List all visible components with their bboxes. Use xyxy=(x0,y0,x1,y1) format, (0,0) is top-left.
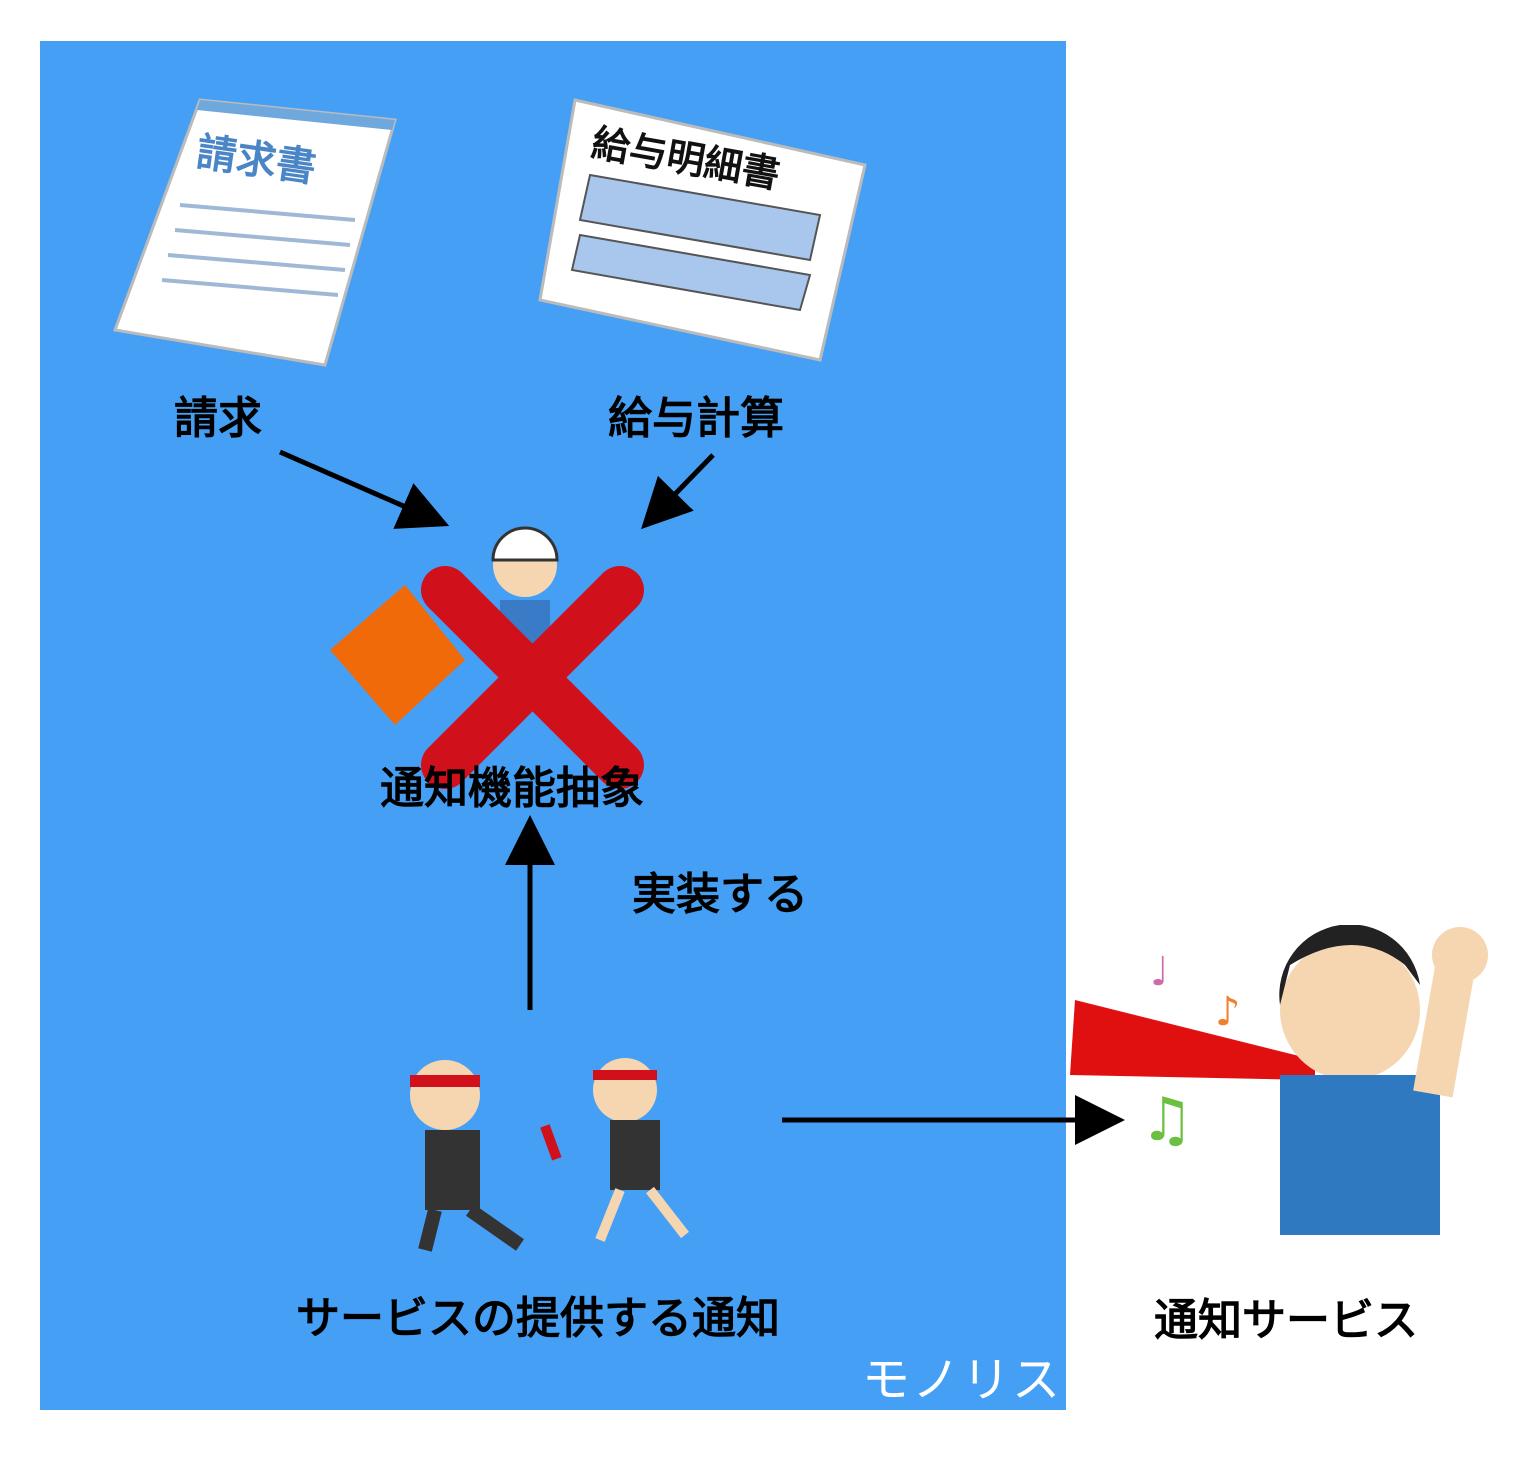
music-note-icon: ♩ xyxy=(1150,949,1169,995)
notification-service-illustration: ♩ ♪ ♫ xyxy=(1070,925,1488,1235)
monolith-label: モノリス xyxy=(861,1352,1062,1408)
arrow-payroll-to-abstraction xyxy=(641,453,715,530)
implementation-label: サービスの提供する通知 xyxy=(296,1293,780,1344)
payroll-label: 給与計算 xyxy=(608,393,784,444)
relay-runners-illustration xyxy=(410,1058,689,1252)
abstraction-label: 通知機能抽象 xyxy=(380,763,644,814)
notification-abstraction-illustration xyxy=(330,526,644,789)
notification-service-label: 通知サービス xyxy=(1154,1295,1418,1346)
music-note-icon: ♪ xyxy=(1215,989,1241,1035)
payslip-illustration: 給与明細書 xyxy=(538,98,867,362)
implements-label: 実装する xyxy=(632,869,808,920)
music-note-icon: ♫ xyxy=(1140,1085,1194,1155)
cross-out-icon xyxy=(421,566,644,789)
invoice-illustration: 請求書 xyxy=(112,98,397,367)
arrow-billing-to-abstraction xyxy=(278,449,450,529)
billing-label: 請求 xyxy=(174,393,262,444)
